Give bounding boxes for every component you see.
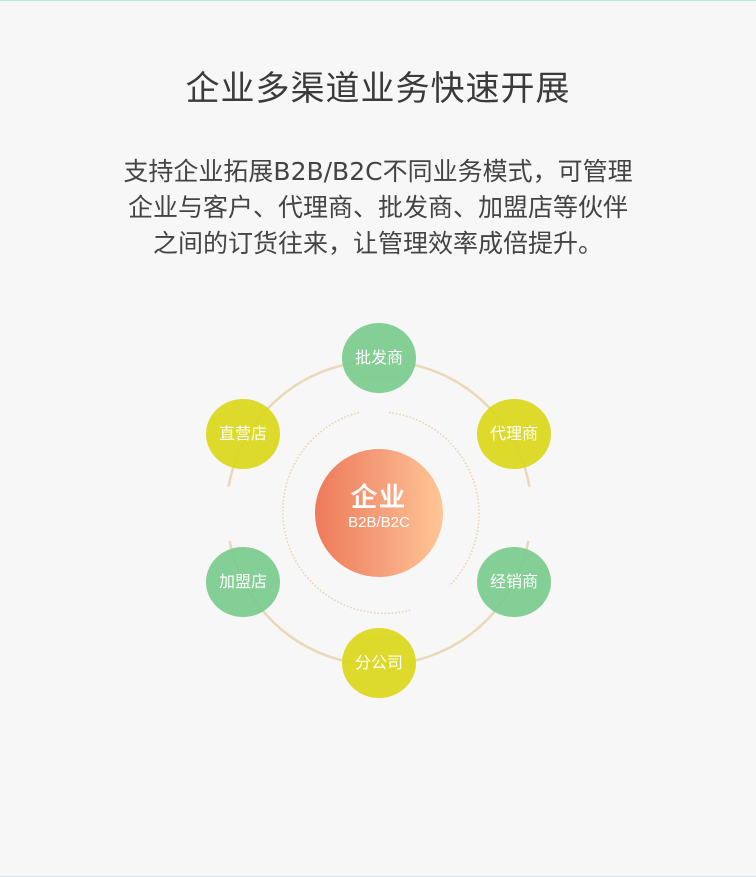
- node-direct-store: 直营店: [206, 399, 280, 469]
- description: 支持企业拓展B2B/B2C不同业务模式，可管理 企业与客户、代理商、批发商、加盟…: [0, 154, 756, 262]
- node-franchise: 加盟店: [206, 547, 280, 617]
- node-wholesaler: 批发商: [342, 323, 416, 393]
- inner-dotted-ring: [282, 411, 480, 615]
- center-sublabel: B2B/B2C: [348, 514, 410, 531]
- center-node-enterprise: 企业 B2B/B2C: [315, 449, 443, 577]
- description-line: 企业与客户、代理商、批发商、加盟店等伙伴: [127, 193, 628, 222]
- node-agent: 代理商: [477, 399, 551, 469]
- center-label: 企业: [350, 483, 407, 513]
- description-line: 支持企业拓展B2B/B2C不同业务模式，可管理: [123, 157, 633, 186]
- node-branch: 分公司: [342, 628, 416, 698]
- node-distributor: 经销商: [477, 547, 551, 617]
- top-divider: [0, 0, 756, 1]
- description-line: 之间的订货往来，让管理效率成倍提升。: [152, 229, 603, 258]
- page-title: 企业多渠道业务快速开展: [185, 69, 571, 109]
